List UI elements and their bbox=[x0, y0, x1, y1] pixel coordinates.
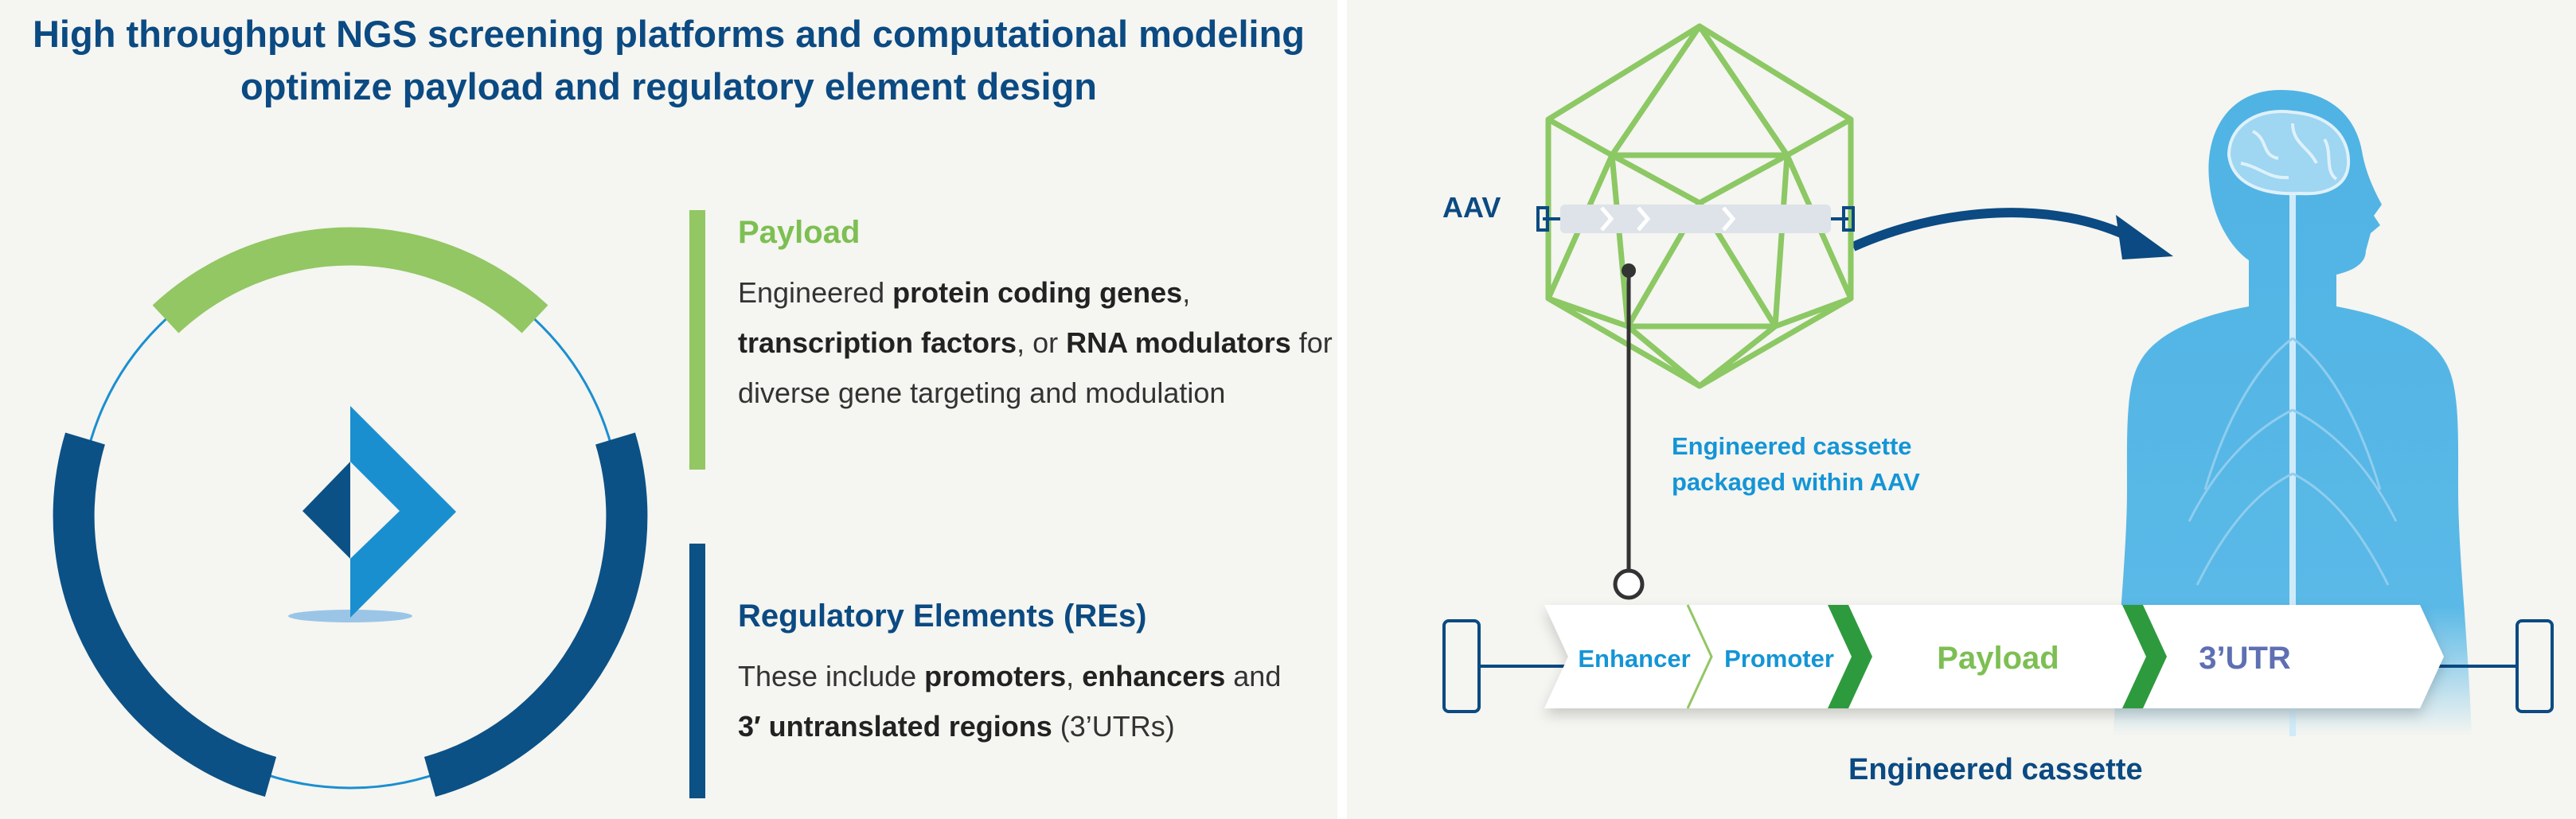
payload-bold-term: RNA modulators bbox=[1066, 326, 1291, 359]
aav-label: AAV bbox=[1442, 191, 1501, 224]
promoter-segment bbox=[1688, 605, 1855, 708]
chevron-diamond-logo bbox=[288, 406, 456, 622]
payload-bold-term: transcription factors bbox=[738, 326, 1017, 359]
payload-bold-term: protein coding genes bbox=[892, 276, 1183, 309]
payload-accent-bar bbox=[689, 210, 705, 470]
payload-text: , or bbox=[1017, 326, 1067, 359]
regulatory-text: and bbox=[1225, 660, 1282, 692]
regulatory-text: , bbox=[1066, 660, 1083, 692]
cassette-mini-icon bbox=[1536, 205, 1855, 233]
payload-segment-label: Payload bbox=[1937, 641, 2059, 676]
regulatory-accent-bar bbox=[689, 544, 705, 798]
payload-description: Engineered protein coding genes, transcr… bbox=[738, 267, 1343, 418]
enhancer-label: Enhancer bbox=[1578, 645, 1691, 673]
cassette-note: Engineered cassette packaged within AAV bbox=[1672, 432, 1920, 496]
brain-icon bbox=[2227, 110, 2351, 196]
aav-capsid-icon bbox=[1536, 23, 1855, 389]
connector-line bbox=[1613, 263, 1645, 600]
cassette-caption: Engineered cassette bbox=[1848, 753, 2143, 786]
main-title: High throughput NGS screening platforms … bbox=[32, 13, 1306, 107]
regulatory-bold-term: 3′ untranslated regions bbox=[738, 710, 1052, 743]
payload-text: , bbox=[1182, 276, 1191, 309]
plasmid-blue-arc-right bbox=[423, 432, 648, 798]
regulatory-bold-term: promoters bbox=[924, 660, 1067, 692]
plasmid-ring-graphic bbox=[53, 227, 648, 798]
curved-arrow-icon bbox=[1851, 208, 2173, 259]
enhancer-segment bbox=[1544, 605, 1711, 708]
payload-text: for diverse gene targeting and modulatio… bbox=[738, 326, 1333, 409]
regulatory-bold-term: enhancers bbox=[1082, 660, 1226, 692]
left-panel bbox=[0, 0, 1337, 819]
panel-divider bbox=[1337, 0, 1347, 819]
payload-text: Engineered bbox=[738, 276, 893, 309]
engineered-cassette-strip bbox=[1442, 604, 2554, 713]
utr-label: 3’UTR bbox=[2199, 641, 2291, 676]
right-itr-icon bbox=[2436, 619, 2554, 713]
regulatory-text: (3’UTRs) bbox=[1052, 710, 1175, 743]
plasmid-green-arc bbox=[152, 227, 548, 333]
promoter-label: Promoter bbox=[1724, 645, 1834, 673]
left-itr-icon bbox=[1442, 619, 1568, 713]
plasmid-blue-arc-left bbox=[53, 432, 277, 798]
regulatory-description: These include promoters, enhancers and 3… bbox=[738, 651, 1343, 751]
utr-segment bbox=[2125, 605, 2444, 708]
payload-segment bbox=[1831, 605, 2149, 708]
payload-heading: Payload bbox=[738, 215, 861, 250]
regulatory-text: These include bbox=[738, 660, 925, 692]
regulatory-heading: Regulatory Elements (REs) bbox=[738, 599, 1147, 634]
